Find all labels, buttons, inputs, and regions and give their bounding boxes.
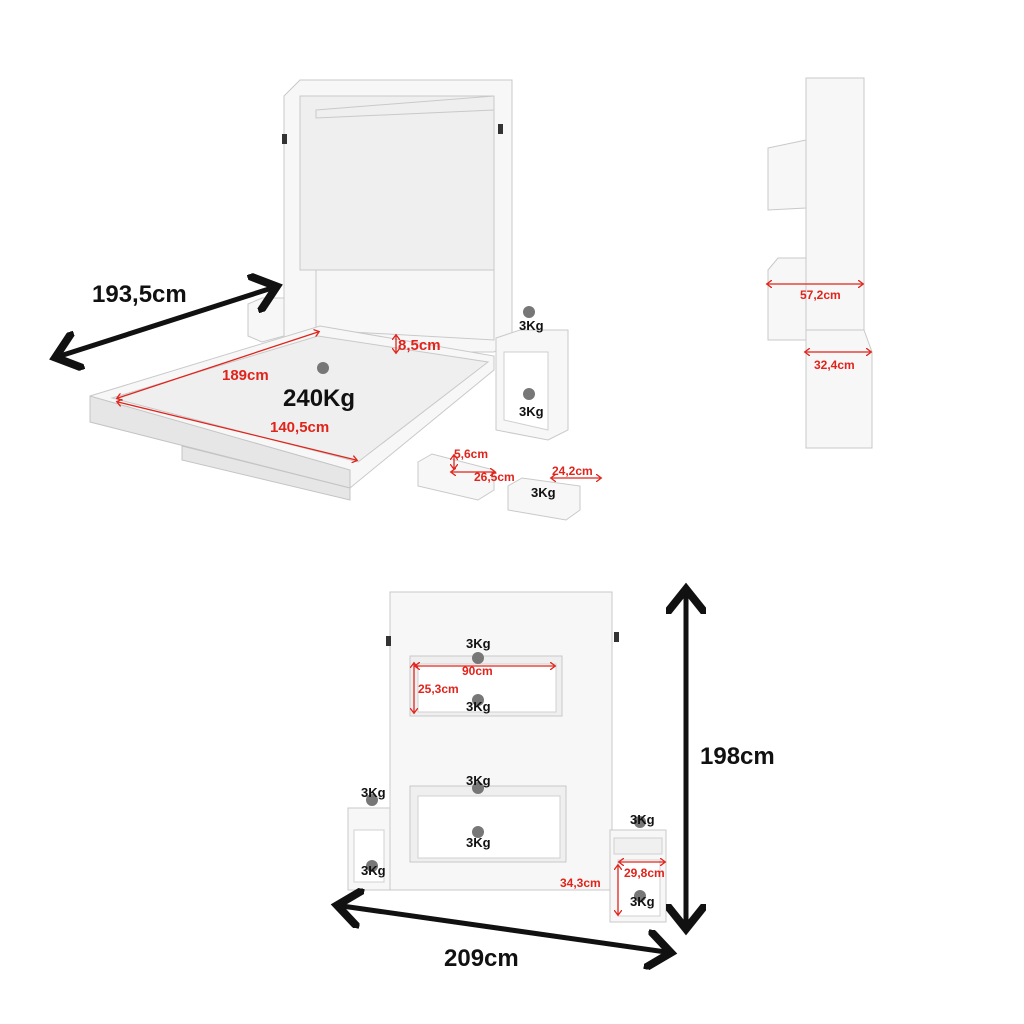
hinge-right-icon xyxy=(614,632,619,642)
label-26-5: 26,5cm xyxy=(474,470,515,484)
label-24-2: 24,2cm xyxy=(552,464,593,478)
weight-label: 3Kg xyxy=(361,785,386,800)
weight-label: 3Kg xyxy=(519,318,544,333)
weight-label: 3Kg xyxy=(466,699,491,714)
label-32-4: 32,4cm xyxy=(814,358,855,372)
weight-label: 3Kg xyxy=(466,636,491,651)
weight-label: 3Kg xyxy=(519,404,544,419)
weight-icon xyxy=(366,794,378,806)
weight-label: 3Kg xyxy=(466,835,491,850)
weight-label: 3Kg xyxy=(466,773,491,788)
weight-label: 3Kg xyxy=(630,812,655,827)
left-side-table-open xyxy=(247,297,285,343)
label-193: 193,5cm xyxy=(92,281,187,308)
hinge-left-icon xyxy=(282,134,287,144)
weight-icon xyxy=(317,362,329,374)
label-57-2: 57,2cm xyxy=(800,288,841,302)
weight-label: 3Kg xyxy=(531,485,556,500)
drawer-2 xyxy=(507,477,581,521)
lower-shelf-opening xyxy=(417,795,561,859)
arrow-209 xyxy=(342,906,666,952)
weight-icon xyxy=(472,826,484,838)
label-189: 189cm xyxy=(222,367,269,384)
weight-icon xyxy=(472,694,484,706)
side-nightstand xyxy=(805,329,873,449)
label-5-6: 5,6cm xyxy=(454,447,488,461)
upper-shelf-opening xyxy=(417,663,557,713)
weight-icon xyxy=(472,782,484,794)
arrow-193 xyxy=(60,288,272,356)
label-29-8: 29,8cm xyxy=(624,866,665,880)
label-34-3: 34,3cm xyxy=(560,876,601,890)
weight-icon xyxy=(472,652,484,664)
bed-frame-header xyxy=(315,95,495,119)
label-209: 209cm xyxy=(444,945,519,972)
left-nightstand-opening xyxy=(353,829,385,883)
label-90: 90cm xyxy=(462,664,493,678)
right-nightstand-drawer xyxy=(613,837,663,855)
weight-icon xyxy=(523,306,535,318)
label-198: 198cm xyxy=(700,743,775,770)
bed-frame-opening xyxy=(299,95,495,271)
side-lower-shelf xyxy=(767,257,807,341)
open-bed-view: 193,5cm 8,5cm 189cm 240Kg 140,5cm 5,6cm … xyxy=(60,79,600,521)
hinge-left-icon xyxy=(386,636,391,646)
headboard-panel xyxy=(315,269,495,341)
label-8-5: 8,5cm xyxy=(398,337,441,354)
dim-line-140 xyxy=(118,402,356,460)
label-240kg: 240Kg xyxy=(283,385,355,412)
side-upper-shelf xyxy=(767,139,807,211)
weight-label: 3Kg xyxy=(361,863,386,878)
weight-label: 3Kg xyxy=(630,894,655,909)
label-25-3: 25,3cm xyxy=(418,682,459,696)
weight-icon xyxy=(366,860,378,872)
hinge-right-icon xyxy=(498,124,503,134)
drawer-1 xyxy=(417,453,495,501)
side-view: 57,2cm 32,4cm xyxy=(767,77,873,449)
label-140-5: 140,5cm xyxy=(270,419,329,436)
weight-icon xyxy=(634,816,646,828)
weight-icon xyxy=(523,388,535,400)
front-view: 3Kg 3Kg 3Kg 3Kg 3Kg 3Kg 3Kg 3Kg 90cm 25,… xyxy=(342,592,775,972)
